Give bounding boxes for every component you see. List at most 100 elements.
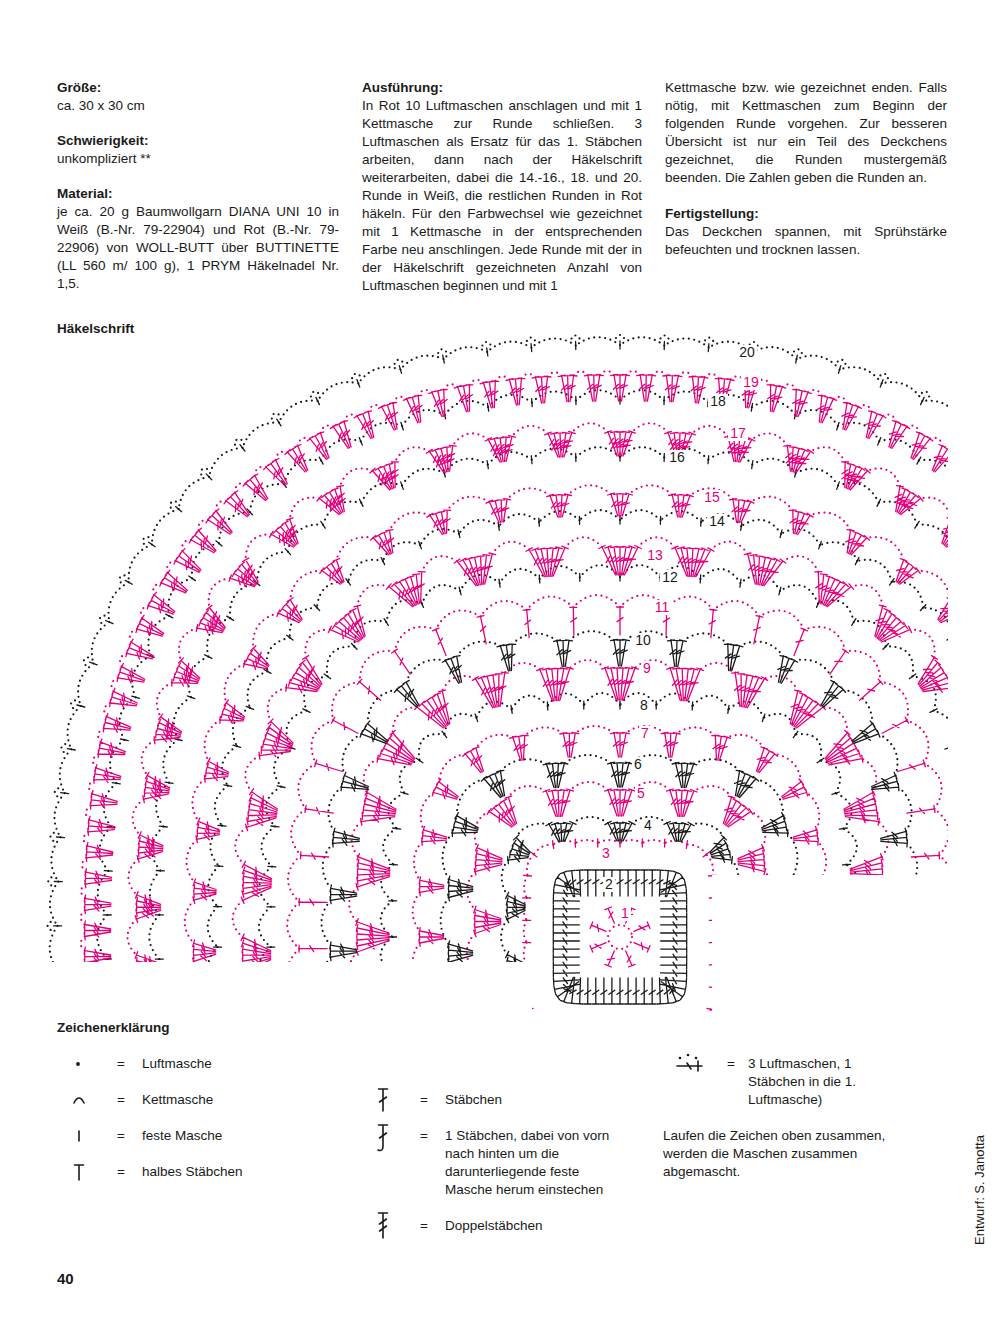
- chain-stitches: [97, 390, 990, 1047]
- body-text: In Rot 10 Luftmaschen anschlagen und mit…: [362, 97, 642, 295]
- legend-text: 3 Luftmaschen, 1 Stäbchen in die 1. Luft…: [748, 1055, 880, 1109]
- section-heading: Fertigstellung:: [665, 205, 947, 223]
- note-text: Laufen die Zeichen oben zusammen, werden…: [663, 1127, 888, 1181]
- credit-text: Entwurf: S. Janotta: [971, 1135, 989, 1245]
- legend-symbol: [687, 1054, 690, 1057]
- section-heading: Schwierigkeit:: [57, 132, 339, 150]
- chain-stitches: [413, 726, 828, 1032]
- round-number: 11: [653, 600, 672, 615]
- chain-stitches: [287, 595, 953, 1042]
- body-text: ca. 30 x 30 cm: [57, 97, 339, 115]
- stitch-symbols: [84, 374, 955, 1018]
- round-number: 8: [638, 698, 650, 713]
- section-heading: Ausführung:: [362, 79, 642, 97]
- chain-stitches: [441, 755, 800, 1072]
- body-text: je ca. 20 g Baumwollgarn DIANA UNI 10 in…: [57, 203, 339, 293]
- section-heading: Material:: [57, 185, 339, 203]
- legend-symbol: [679, 1057, 682, 1060]
- body-text: Kettmasche bzw. wie gezeichnet enden. Fa…: [665, 79, 947, 187]
- stitch-symbols: [474, 789, 767, 999]
- equals-sign: =: [727, 1055, 735, 1073]
- chart-round: [0, 0, 983, 1047]
- round-number: 15: [702, 490, 722, 505]
- legend-symbol: [677, 1061, 702, 1071]
- equals-sign: =: [117, 1163, 125, 1181]
- round-number: 19: [741, 375, 761, 390]
- round-number: 18: [708, 394, 728, 409]
- chain-stitches: [259, 565, 979, 1027]
- round-number: 14: [707, 514, 727, 529]
- chain-stitches: [381, 693, 860, 1045]
- legend-symbol: [379, 1213, 388, 1238]
- chart-round: [0, 0, 990, 1047]
- chart-round: [0, 0, 978, 1028]
- round-number: 1: [619, 906, 631, 921]
- round-number: 4: [642, 818, 654, 833]
- legend-heading: Zeichenerklärung: [57, 1019, 170, 1037]
- equals-sign: =: [117, 1055, 125, 1073]
- chain-stitches: [349, 660, 891, 1052]
- stitch-symbols: [419, 732, 821, 997]
- chain-stitches: [149, 447, 983, 1047]
- chart-heading: Häkelschrift: [57, 320, 134, 338]
- round-number: 13: [645, 548, 665, 563]
- chain-stitches: [50, 337, 998, 1059]
- legend-text: feste Masche: [142, 1127, 222, 1145]
- stitch-symbols: [506, 821, 735, 981]
- legend-text: Luftmasche: [142, 1055, 212, 1073]
- legend-symbol: [695, 1057, 698, 1060]
- section-heading: Größe:: [57, 79, 339, 97]
- chart-round: [0, 0, 994, 1015]
- chart-round: [0, 0, 717, 1026]
- text-column: Größe:ca. 30 x 30 cm Schwierigkeit:unkomp…: [57, 79, 339, 293]
- legend-text: 1 Stäbchen, dabei von vorn nach hinten u…: [445, 1127, 615, 1199]
- legend-symbol: [379, 1089, 388, 1111]
- legend-symbols: [74, 1054, 702, 1238]
- round-number: 5: [635, 786, 647, 801]
- legend-text: Doppelstäbchen: [445, 1217, 543, 1235]
- chain-stitches: [81, 371, 965, 1029]
- equals-sign: =: [117, 1127, 125, 1145]
- round-number: 16: [667, 450, 687, 465]
- chain-stitches: [524, 840, 717, 1026]
- equals-sign: =: [420, 1091, 428, 1109]
- body-text: unkompliziert **: [57, 150, 339, 168]
- stitch-symbols: [155, 453, 955, 1004]
- round-number: 6: [632, 757, 644, 772]
- legend-symbol: [378, 1125, 388, 1151]
- legend-text: halbes Stäbchen: [142, 1163, 243, 1181]
- legend-symbol: [74, 1098, 84, 1103]
- equals-sign: =: [420, 1217, 428, 1235]
- stitch-chart: [0, 0, 998, 1072]
- chart-round: [0, 0, 953, 1042]
- chain-stitches: [501, 817, 739, 1014]
- chain-stitches: [321, 631, 918, 1059]
- page-number: 40: [57, 1270, 74, 1288]
- stitch-symbols: [54, 341, 964, 1015]
- stitch-symbols: [193, 493, 964, 1026]
- round-number: 7: [639, 726, 651, 741]
- chain-stitches: [608, 925, 632, 949]
- stitch-symbols: [267, 573, 969, 987]
- round-number: 2: [603, 877, 615, 892]
- stitch-symbols: [214, 516, 954, 988]
- stitch-symbols: [299, 607, 941, 999]
- text-column: Kettmasche bzw. wie gezeichnet enden. Fa…: [665, 79, 947, 259]
- stitch-symbols: [389, 701, 852, 1010]
- chart-round: [0, 0, 973, 1028]
- legend-text: Stäbchen: [445, 1091, 502, 1109]
- equals-sign: =: [420, 1127, 428, 1145]
- text-column: Ausführung:In Rot 10 Luftmaschen anschla…: [362, 79, 642, 295]
- stitch-symbols: [103, 396, 958, 1003]
- legend-text: Kettmasche: [142, 1091, 213, 1109]
- chain-stitches: [467, 782, 773, 1033]
- stitch-symbols: [356, 667, 884, 1021]
- chain-stitches: [233, 537, 973, 1010]
- legend-symbol: [75, 1165, 84, 1180]
- chain-stitches: [128, 423, 995, 1015]
- chain-stitches: [185, 485, 987, 1065]
- stitch-symbols: [553, 870, 686, 1004]
- round-number: 10: [633, 633, 653, 648]
- chart-round: [48, 335, 998, 1059]
- round-number: 3: [600, 846, 612, 861]
